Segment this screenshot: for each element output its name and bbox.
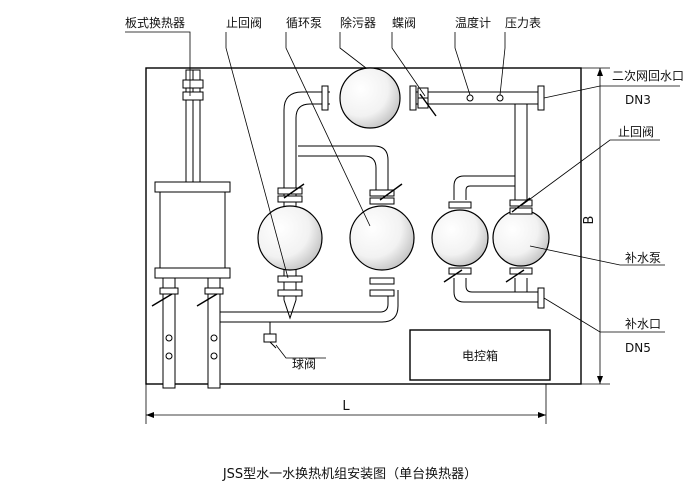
dimension-l-label: L — [342, 399, 350, 414]
dirt-separator — [339, 67, 401, 129]
leader-lines — [125, 31, 680, 359]
return-flange — [537, 85, 545, 111]
dimension-b — [581, 67, 610, 385]
label-check-valve-right: 止回阀 — [618, 125, 654, 139]
label-makeup-inlet-size: DN5 — [625, 341, 651, 355]
label-dirt-separator: 除污器 — [340, 15, 376, 30]
label-check-valve-top: 止回阀 — [226, 16, 262, 30]
makeup-inlet-flange — [537, 287, 545, 309]
label-plate-heat-exchanger: 板式换热器 — [125, 16, 185, 30]
separator-flange-left — [321, 85, 329, 111]
dimension-l — [145, 384, 547, 424]
pump-flanges — [277, 183, 403, 320]
label-makeup-pump: 补水泵 — [625, 251, 661, 265]
thermometer-point — [466, 94, 474, 102]
label-ball-valve: 球阀 — [292, 357, 316, 371]
diagram-caption: JSS型水一水换热机组安装图（单台换热器） — [222, 467, 477, 482]
makeup-flanges — [443, 197, 533, 283]
label-makeup-inlet: 补水口 — [625, 317, 661, 331]
label-secondary-return-size: DN3 — [625, 93, 651, 107]
pressure-gauge-point — [496, 94, 504, 102]
label-butterfly-valve: 蝶阀 — [392, 15, 416, 30]
frame-outline — [145, 67, 582, 385]
pipework — [220, 91, 540, 349]
control-box — [409, 329, 551, 381]
label-circulation-pump: 循环泵 — [286, 16, 322, 30]
label-thermometer: 温度计 — [455, 15, 491, 30]
dimension-b-label: B — [582, 216, 597, 225]
label-secondary-return: 二次网回水口 — [612, 69, 684, 83]
makeup-pump-2 — [492, 209, 550, 267]
makeup-pump-1 — [431, 209, 489, 267]
separator-flange-right — [409, 85, 417, 111]
circulation-pump-1 — [257, 205, 323, 271]
label-pressure-gauge: 压力表 — [505, 16, 541, 30]
control-box-label: 电控箱 — [462, 348, 498, 363]
butterfly-valve — [417, 87, 437, 117]
circulation-pump-2 — [349, 205, 415, 271]
plate-heat-exchanger — [151, 69, 231, 389]
